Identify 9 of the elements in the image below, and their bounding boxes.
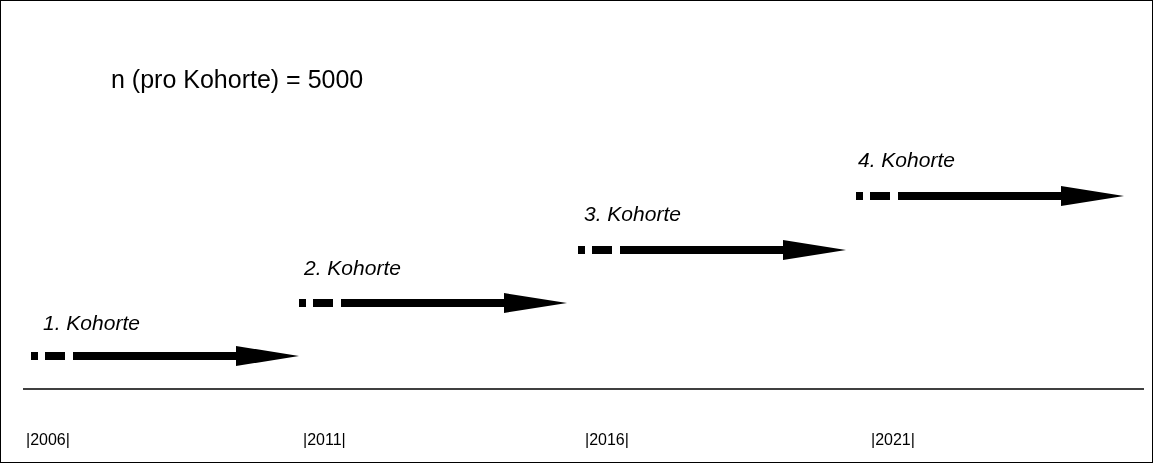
cohort-label: 3. Kohorte xyxy=(584,203,681,224)
year-label: |2021| xyxy=(871,432,915,448)
cohort-label: 2. Kohorte xyxy=(304,257,401,278)
cohort-label: 4. Kohorte xyxy=(858,149,955,170)
cohort-label: 1. Kohorte xyxy=(43,312,140,333)
year-label: |2016| xyxy=(585,432,629,448)
year-label: |2006| xyxy=(26,432,70,448)
cohort-size-note: n (pro Kohorte) = 5000 xyxy=(111,67,364,92)
year-label: |2011| xyxy=(303,432,346,448)
